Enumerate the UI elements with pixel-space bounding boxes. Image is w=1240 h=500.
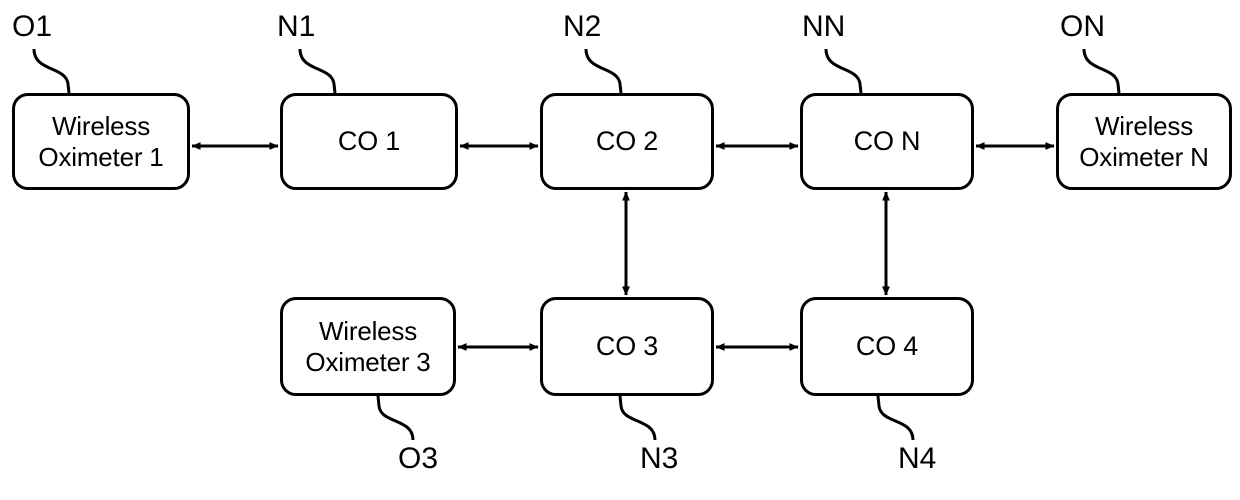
leader-line-o3	[376, 395, 415, 441]
reference-label-n4: N4	[898, 442, 937, 475]
node-label-co-n: CO N	[853, 125, 921, 156]
reference-label-on: ON	[1060, 10, 1105, 43]
node-wireless-oximeter-1[interactable]: Wireless Oximeter 1	[12, 93, 190, 190]
leader-line-n3	[618, 395, 657, 441]
reference-label-nn: NN	[802, 10, 846, 43]
node-co-1[interactable]: CO 1	[280, 93, 458, 190]
node-label-co-2: CO 2	[595, 125, 659, 156]
reference-label-o1: O1	[12, 10, 53, 43]
leader-line-o1	[32, 48, 71, 94]
reference-label-n1: N1	[277, 10, 316, 43]
reference-label-o3: O3	[398, 442, 439, 475]
leader-line-on	[1082, 48, 1121, 94]
node-label-co-3: CO 3	[595, 330, 659, 361]
node-co-4[interactable]: CO 4	[800, 297, 974, 396]
node-wireless-oximeter-n[interactable]: Wireless Oximeter N	[1056, 93, 1232, 190]
node-co-3[interactable]: CO 3	[540, 297, 714, 396]
node-label-wireless-oximeter-1: Wireless Oximeter 1	[38, 110, 164, 172]
node-co-n[interactable]: CO N	[800, 93, 974, 190]
reference-label-n2: N2	[563, 10, 602, 43]
leader-line-n1	[298, 48, 337, 94]
leader-line-nn	[824, 48, 863, 94]
leader-line-n2	[584, 48, 623, 94]
node-label-wireless-oximeter-n: Wireless Oximeter N	[1079, 110, 1209, 172]
reference-label-n3: N3	[640, 442, 679, 475]
node-label-co-1: CO 1	[337, 125, 401, 156]
node-co-2[interactable]: CO 2	[540, 93, 714, 190]
node-label-co-4: CO 4	[855, 330, 919, 361]
node-wireless-oximeter-3[interactable]: Wireless Oximeter 3	[280, 297, 456, 396]
leader-line-n4	[876, 395, 915, 441]
node-label-wireless-oximeter-3: Wireless Oximeter 3	[305, 315, 431, 377]
